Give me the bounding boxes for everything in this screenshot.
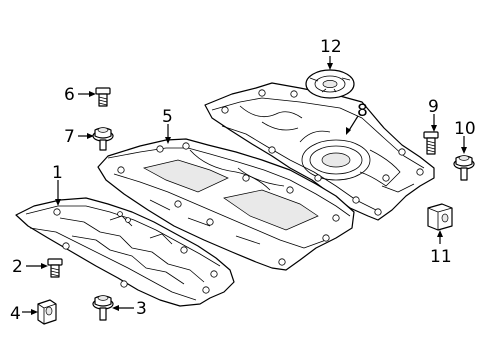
center-underbody-shield[interactable]: [97, 138, 355, 271]
flange-screw-icon: [92, 127, 114, 151]
clip-nut-icon: [427, 203, 453, 231]
callout-12: 12: [320, 37, 342, 57]
callout-2: 2: [12, 257, 23, 277]
bolt-icon: [423, 131, 439, 155]
callout-1: 1: [52, 163, 63, 183]
callout-9: 9: [428, 97, 439, 117]
callout-6: 6: [64, 85, 75, 105]
callout-8: 8: [357, 101, 368, 121]
bolt-icon: [47, 258, 63, 278]
access-cover[interactable]: [305, 69, 355, 99]
flange-screw-icon: [453, 155, 475, 181]
rear-underbody-shield[interactable]: [204, 82, 435, 221]
callout-4: 4: [10, 304, 21, 324]
front-underbody-shield[interactable]: [15, 197, 235, 307]
callout-5: 5: [162, 107, 173, 127]
leader-lines: [22, 56, 467, 315]
bolt-icon: [95, 87, 111, 107]
clip-nut-icon: [37, 299, 57, 325]
callout-7: 7: [64, 127, 75, 147]
callout-11: 11: [430, 247, 452, 267]
callout-10: 10: [454, 119, 476, 139]
flange-screw-icon: [92, 295, 114, 321]
callout-3: 3: [136, 299, 147, 319]
callout-labels: 1 2 3 4 5 6 7 8 9 10 11 12: [10, 37, 476, 324]
